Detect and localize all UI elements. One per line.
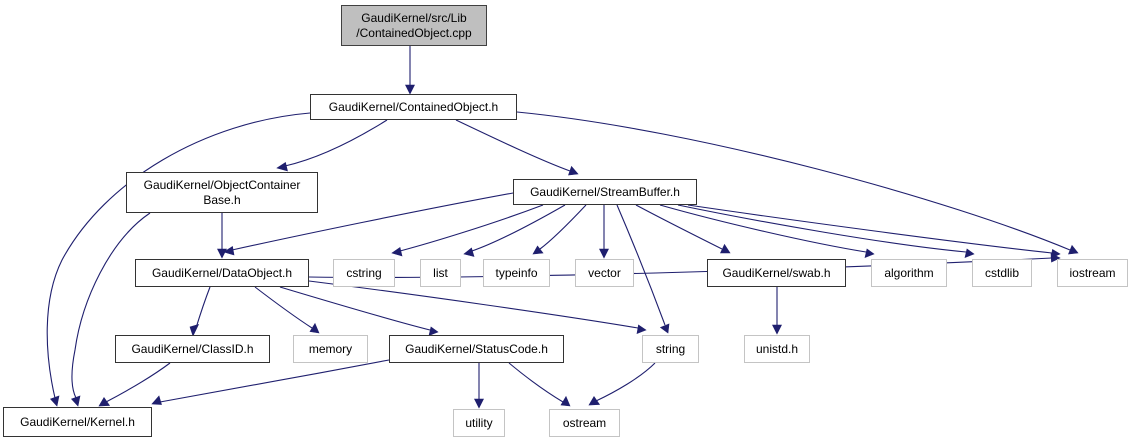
graph-node-kernel[interactable]: GaudiKernel/Kernel.h	[3, 407, 152, 437]
edge-contained-to-streambuf	[455, 119, 571, 172]
arrowhead-icon	[276, 162, 288, 172]
edge-streambuf-to-cstdlib	[677, 204, 967, 253]
arrowhead-icon	[599, 248, 609, 259]
graph-node-dataobject[interactable]: GaudiKernel/DataObject.h	[135, 259, 309, 287]
arrowhead-icon	[636, 324, 647, 334]
graph-node-label: GaudiKernel/Kernel.h	[20, 414, 135, 429]
graph-node-label: GaudiKernel/ObjectContainer Base.h	[143, 178, 301, 207]
edge-dataobject-to-statuscode	[279, 286, 431, 331]
edge-contained-to-iostream	[516, 111, 1071, 251]
graph-node-label: string	[655, 341, 686, 356]
graph-node-label: iostream	[1069, 265, 1116, 280]
graph-node-objcontbase[interactable]: GaudiKernel/ObjectContainer Base.h	[126, 172, 318, 213]
arrowhead-icon	[1050, 252, 1061, 263]
graph-node-statuscode[interactable]: GaudiKernel/StatusCode.h	[389, 335, 564, 363]
edge-streambuf-to-cstring	[399, 204, 544, 252]
graph-node-unistd[interactable]: unistd.h	[744, 335, 810, 363]
graph-node-cstring[interactable]: cstring	[333, 259, 395, 287]
graph-node-label: list	[433, 265, 448, 280]
graph-node-label: GaudiKernel/swab.h	[722, 265, 831, 280]
graph-node-label: typeinfo	[495, 265, 538, 280]
graph-node-memory[interactable]: memory	[293, 335, 368, 363]
graph-node-label: GaudiKernel/src/Lib /ContainedObject.cpp	[356, 11, 472, 40]
arrowhead-icon	[532, 245, 544, 255]
arrowhead-icon	[223, 246, 235, 256]
graph-node-algorithm[interactable]: algorithm	[871, 259, 947, 287]
graph-node-label: GaudiKernel/ClassID.h	[131, 341, 254, 356]
arrowhead-icon	[189, 324, 200, 337]
graph-node-label: ostream	[562, 415, 607, 430]
graph-node-streambuf[interactable]: GaudiKernel/StreamBuffer.h	[513, 179, 697, 205]
edge-streambuf-to-string	[616, 204, 666, 326]
graph-node-typeinfo[interactable]: typeinfo	[483, 259, 550, 287]
arrowhead-icon	[560, 395, 571, 407]
graph-node-label: vector	[588, 265, 621, 280]
arrowhead-icon	[772, 324, 782, 335]
arrowhead-icon	[1068, 244, 1079, 255]
arrowhead-icon	[474, 398, 484, 409]
arrowhead-icon	[720, 243, 731, 254]
edge-streambuf-to-algorithm	[659, 204, 867, 253]
edge-contained-to-kernel	[46, 112, 311, 399]
edge-dataobject-to-memory	[254, 286, 313, 329]
edges-group	[46, 46, 1079, 409]
graph-node-label: GaudiKernel/StatusCode.h	[405, 341, 548, 356]
graph-node-vector[interactable]: vector	[575, 259, 634, 287]
arrowhead-icon	[405, 84, 415, 95]
arrowhead-icon	[49, 395, 60, 407]
arrowhead-icon	[463, 247, 475, 257]
graph-node-utility[interactable]: utility	[453, 409, 505, 437]
edge-dataobject-to-iostream	[308, 257, 1053, 279]
graph-node-cstdlib[interactable]: cstdlib	[972, 259, 1032, 287]
arrowhead-icon	[428, 326, 439, 336]
graph-node-classid[interactable]: GaudiKernel/ClassID.h	[115, 335, 270, 363]
arrowhead-icon	[864, 248, 875, 258]
graph-node-string[interactable]: string	[642, 335, 699, 363]
graph-node-label: utility	[465, 415, 493, 430]
arrowhead-icon	[568, 165, 579, 176]
graph-node-label: cstdlib	[984, 265, 1019, 280]
arrowhead-icon	[70, 395, 81, 407]
edge-streambuf-to-swab	[635, 204, 723, 250]
graph-node-list[interactable]: list	[420, 259, 461, 287]
arrowhead-icon	[217, 248, 227, 259]
edge-streambuf-to-typeinfo	[539, 204, 587, 250]
edge-streambuf-to-iostream	[687, 204, 1053, 254]
graph-node-ostream[interactable]: ostream	[549, 409, 620, 437]
graph-node-label: memory	[308, 341, 353, 356]
edge-statuscode-to-ostream	[508, 362, 564, 403]
edge-string-to-ostream	[595, 362, 656, 402]
edge-contained-to-objcontbase	[284, 119, 388, 167]
graph-node-iostream[interactable]: iostream	[1057, 259, 1128, 287]
graph-node-label: unistd.h	[755, 341, 799, 356]
edge-streambuf-to-dataobject	[231, 192, 514, 251]
arrowhead-icon	[309, 322, 320, 334]
graph-node-label: cstring	[346, 265, 382, 280]
arrowhead-icon	[659, 323, 670, 334]
edge-classid-to-kernel	[105, 362, 171, 403]
edge-dataobject-to-string	[308, 280, 639, 329]
graph-node-root: GaudiKernel/src/Lib /ContainedObject.cpp	[341, 5, 487, 46]
arrowhead-icon	[151, 395, 162, 405]
edge-dataobject-to-classid	[195, 286, 211, 329]
edge-streambuf-to-list	[471, 204, 566, 252]
graph-node-label: GaudiKernel/ContainedObject.h	[328, 99, 499, 114]
graph-node-swab[interactable]: GaudiKernel/swab.h	[707, 259, 846, 287]
graph-node-label: GaudiKernel/StreamBuffer.h	[530, 184, 680, 199]
edge-statuscode-to-kernel	[159, 359, 390, 403]
arrowhead-icon	[964, 248, 975, 258]
arrowhead-icon	[98, 396, 111, 407]
arrowhead-icon	[391, 247, 403, 257]
arrowhead-icon	[588, 395, 601, 406]
edge-objcontbase-to-kernel	[71, 212, 151, 399]
graph-node-contained[interactable]: GaudiKernel/ContainedObject.h	[310, 94, 517, 120]
graph-node-label: GaudiKernel/DataObject.h	[151, 265, 293, 280]
graph-node-label: algorithm	[884, 265, 934, 280]
